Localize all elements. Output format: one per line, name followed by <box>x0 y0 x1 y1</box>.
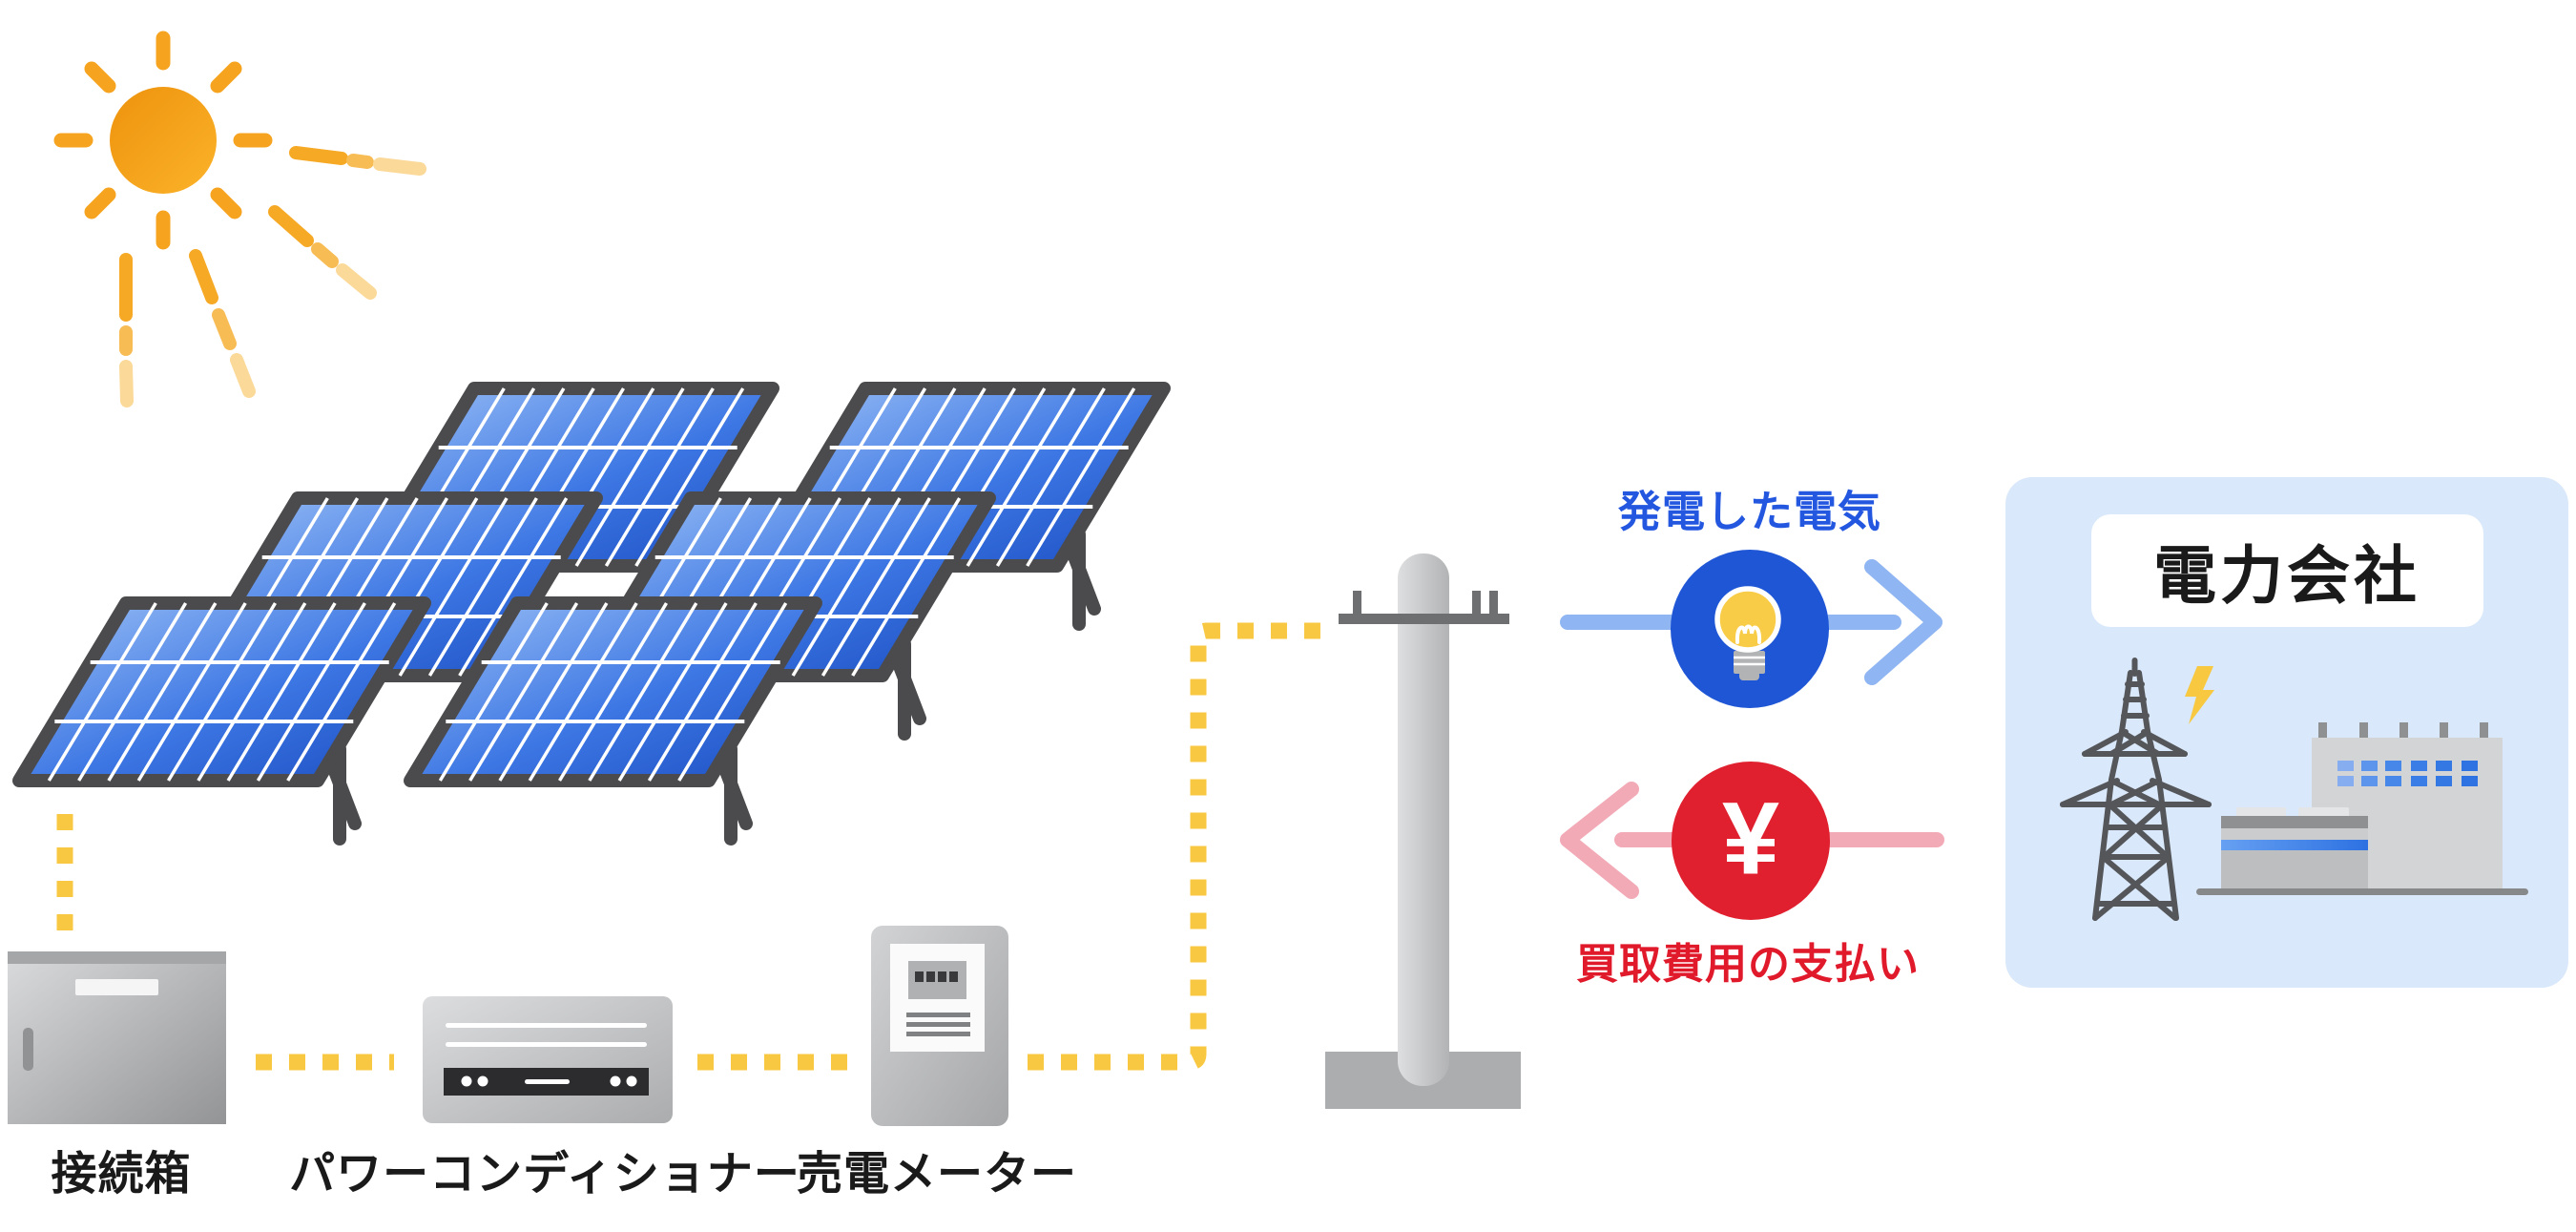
solar-panel-array <box>19 388 1164 839</box>
electricity-flow-arrow <box>1560 550 1942 708</box>
solar-panel-icon <box>19 603 425 839</box>
sell-meter-icon <box>871 926 1008 1126</box>
plant-windows <box>2337 761 2478 786</box>
payment-label: 買取費用の支払い <box>1576 941 1920 988</box>
power-company-title-box <box>2091 514 2483 627</box>
yen-icon <box>1672 762 1830 920</box>
utility-pole-icon <box>1325 553 1521 1109</box>
power-conditioner-label: パワーコンディショナー <box>289 1149 800 1200</box>
sun-icon <box>53 31 426 407</box>
sell-meter-label: 売電メーター <box>796 1149 1078 1200</box>
dashed-wire <box>56 622 1326 1071</box>
lightning-bolt-icon <box>2185 666 2214 724</box>
power-company-panel <box>2005 477 2568 988</box>
connection-box-icon <box>8 951 226 1124</box>
connection-box-label: 接続箱 <box>51 1149 192 1200</box>
generated-electricity-label: 発電した電気 <box>1617 487 1882 536</box>
payment-flow-arrow <box>1560 762 1944 920</box>
light-bulb-icon <box>1671 550 1829 708</box>
power-company-label: 電力会社 <box>2153 540 2420 611</box>
power-plant-icon <box>2196 722 2528 895</box>
yen-symbol: ¥ <box>1721 780 1780 896</box>
power-conditioner-icon <box>423 996 673 1123</box>
transmission-tower-icon <box>2060 658 2212 921</box>
